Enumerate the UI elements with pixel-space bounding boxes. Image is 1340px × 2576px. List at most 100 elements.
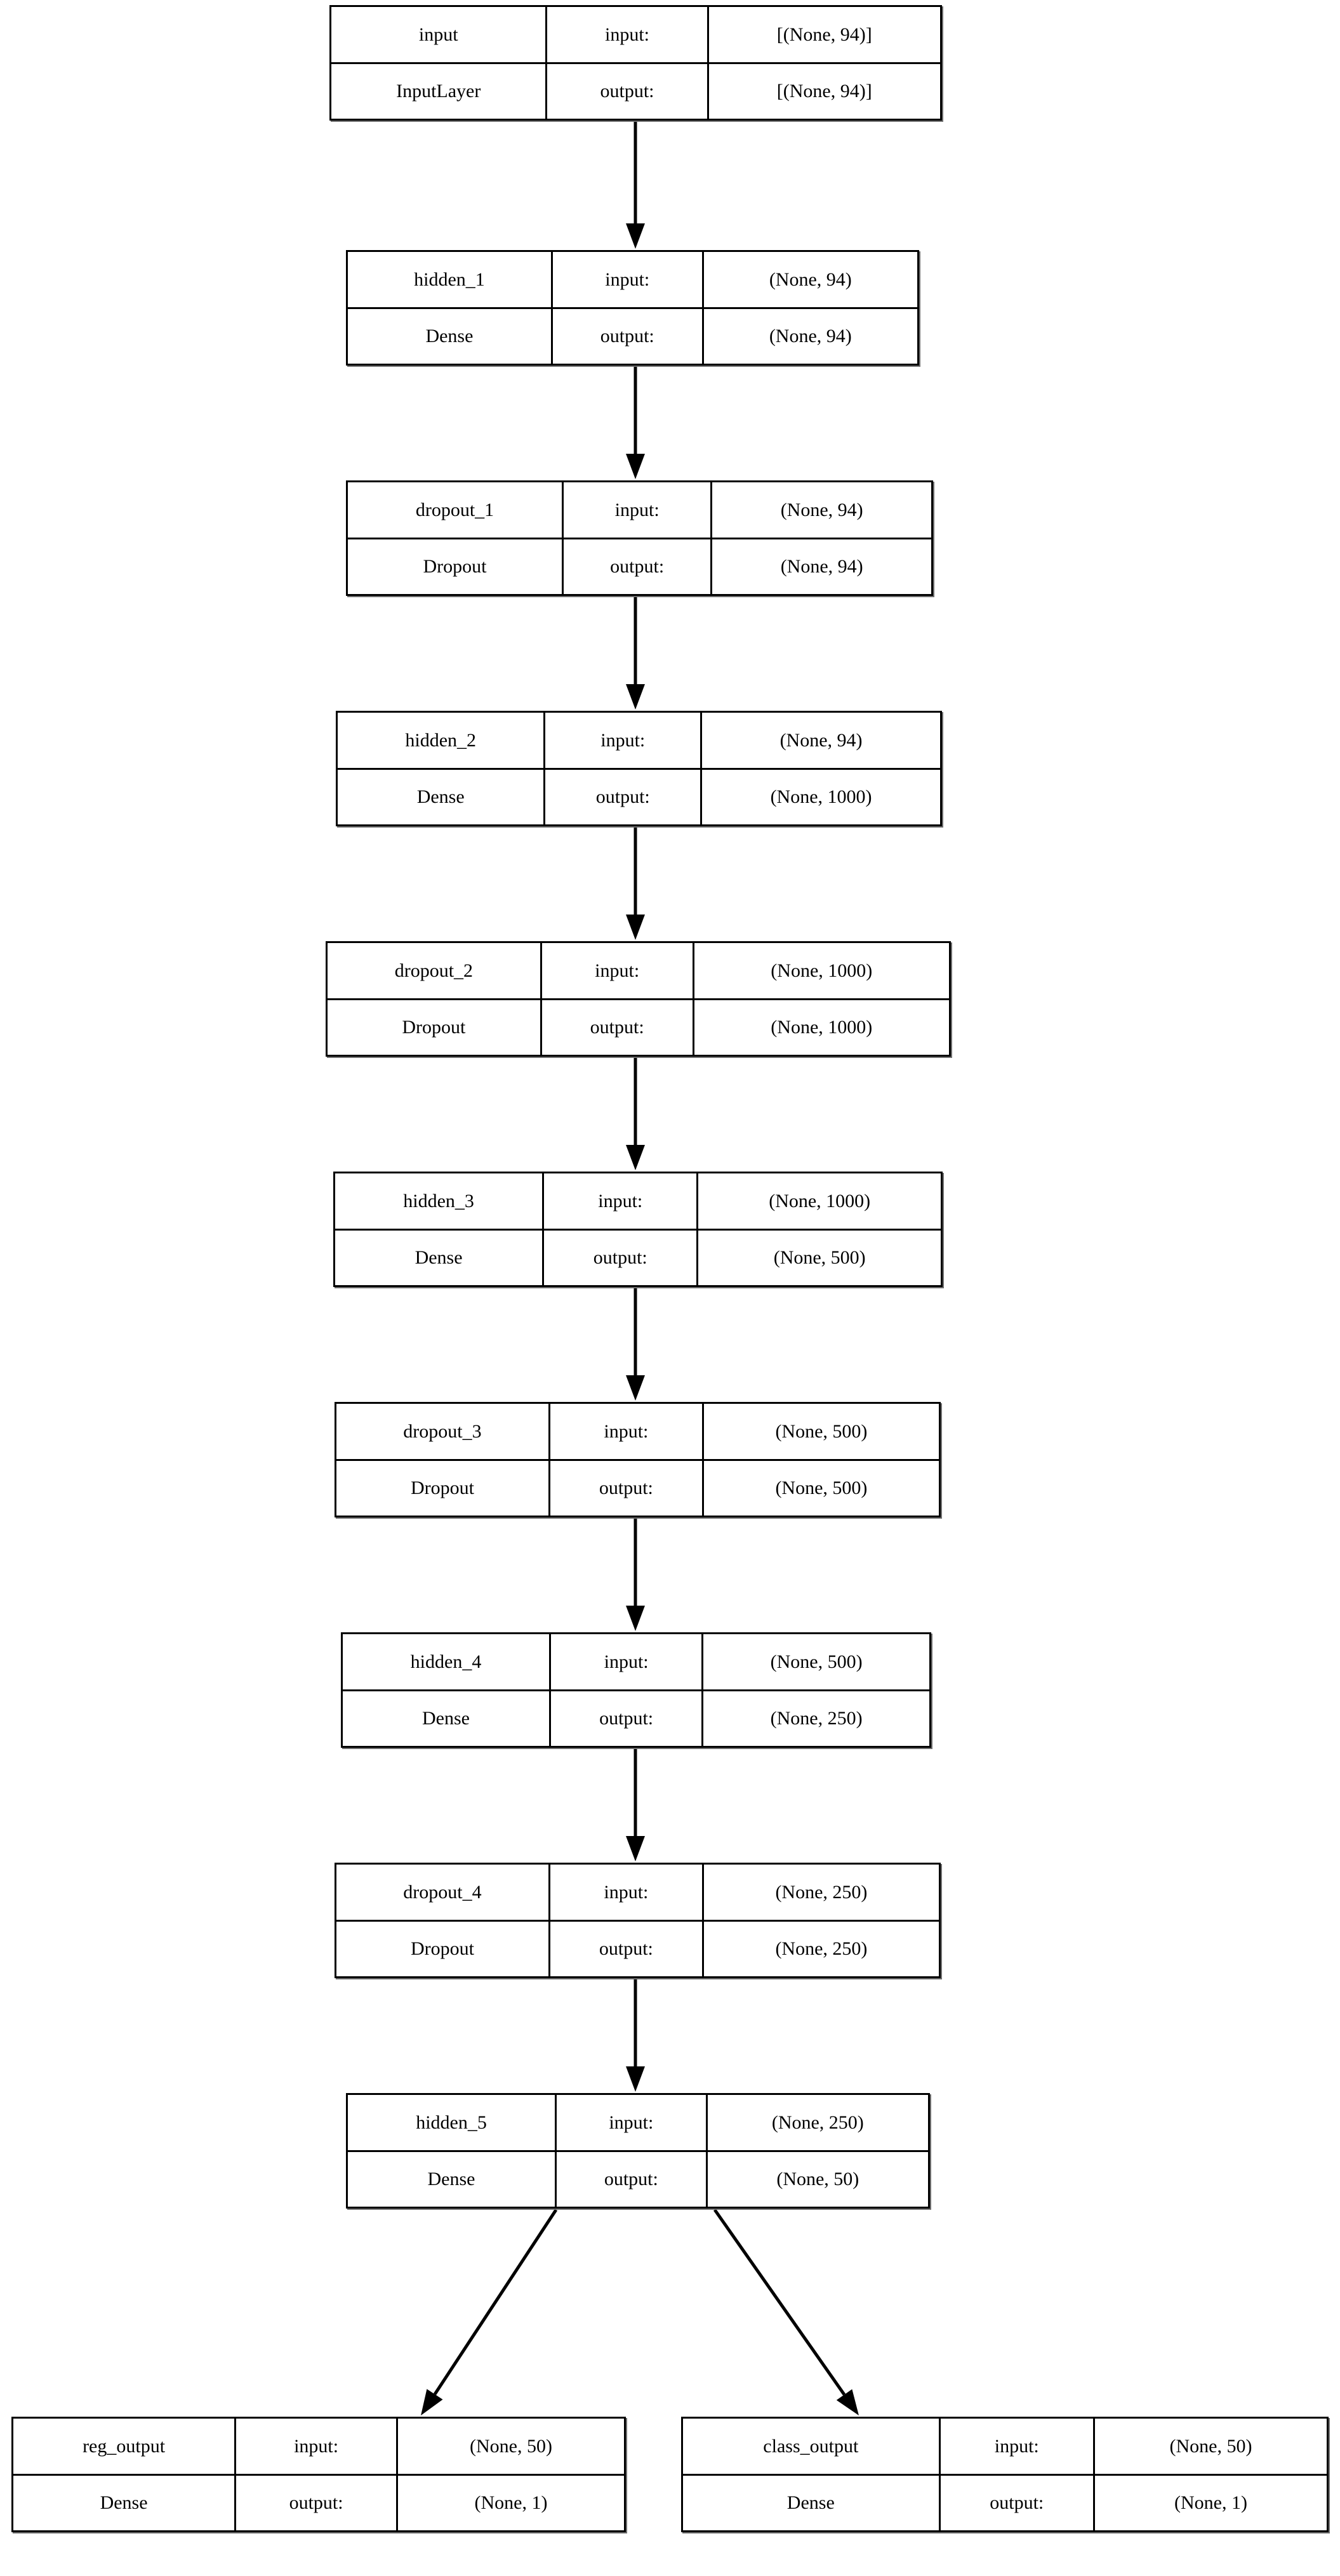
layer-class: Dense — [683, 2475, 941, 2530]
input-label: input: — [551, 1634, 704, 1689]
layer-class: Dense — [348, 308, 553, 364]
layer-name: dropout_4 — [336, 1865, 550, 1920]
output-label: output: — [551, 1691, 704, 1746]
edge-line — [713, 2209, 846, 2396]
output-shape: (None, 500) — [775, 1477, 868, 1499]
input-shape: (None, 94) — [769, 268, 852, 290]
layer-class: Dropout — [348, 539, 564, 594]
input-label: input: — [557, 2095, 708, 2150]
arrowhead-icon — [626, 1145, 645, 1170]
layer-name: input — [331, 7, 548, 62]
layer-class: InputLayer — [331, 63, 548, 119]
input-label: input: — [941, 2419, 1095, 2474]
input-shape: (None, 500) — [775, 1420, 868, 1442]
edge-hidden_5-to-reg_output — [421, 2209, 558, 2415]
output-label: output: — [557, 2151, 708, 2207]
edge-hidden_3-to-dropout_3 — [626, 1288, 645, 1401]
edge-hidden_1-to-dropout_1 — [626, 367, 645, 479]
input-label: input: — [544, 1173, 699, 1229]
layer-name: hidden_2 — [338, 713, 546, 768]
output-shape: [(None, 94)] — [776, 81, 872, 102]
edge-dropout_2-to-hidden_3 — [626, 1058, 645, 1170]
output-label: output: — [544, 1230, 699, 1285]
input-shape: (None, 1000) — [769, 1190, 871, 1212]
arrowhead-icon — [421, 2389, 443, 2415]
input-shape: (None, 250) — [775, 1881, 868, 1903]
layer-class: Dropout — [336, 1460, 550, 1516]
edge-dropout_1-to-hidden_2 — [626, 597, 645, 710]
layer-class: Dense — [13, 2475, 237, 2530]
arrowhead-icon — [626, 1375, 645, 1401]
input-label: input: — [547, 7, 709, 62]
input-shape: (None, 50) — [470, 2435, 552, 2457]
output-shape: (None, 500) — [773, 1247, 866, 1269]
edge-hidden_5-to-class_output — [713, 2209, 859, 2415]
input-shape: (None, 250) — [771, 2111, 864, 2133]
edge-hidden_4-to-dropout_4 — [626, 1749, 645, 1861]
layer-name: hidden_4 — [343, 1634, 552, 1689]
output-shape: (None, 94) — [780, 556, 863, 578]
layer-name: reg_output — [13, 2419, 237, 2474]
output-shape: (None, 94) — [769, 326, 852, 347]
edge-line — [433, 2209, 558, 2395]
input-label: input: — [553, 252, 704, 307]
layer-name: hidden_3 — [335, 1173, 545, 1229]
arrowhead-icon — [626, 2066, 645, 2092]
layer-name: dropout_3 — [336, 1404, 550, 1459]
output-shape: (None, 1000) — [771, 1017, 873, 1038]
output-shape: (None, 1) — [1174, 2492, 1247, 2514]
edge-dropout_4-to-hidden_5 — [626, 1979, 645, 2092]
layer-class: Dense — [338, 769, 546, 824]
input-label: input: — [545, 713, 703, 768]
layer-name: class_output — [683, 2419, 941, 2474]
output-shape: (None, 1000) — [770, 786, 872, 808]
layer-class: Dense — [335, 1230, 545, 1285]
input-label: input: — [236, 2419, 399, 2474]
output-label: output: — [550, 1921, 704, 1976]
arrowhead-icon — [626, 1606, 645, 1631]
output-label: output: — [550, 1460, 704, 1516]
input-shape: (None, 94) — [780, 499, 863, 520]
output-label: output: — [941, 2475, 1095, 2530]
edge-dropout_3-to-hidden_4 — [626, 1519, 645, 1631]
input-label: input: — [550, 1404, 704, 1459]
output-label: output: — [545, 769, 703, 824]
layer-name: dropout_1 — [348, 482, 564, 538]
output-shape: (None, 1) — [474, 2492, 548, 2514]
input-shape: [(None, 94)] — [776, 23, 872, 45]
output-label: output: — [542, 1000, 694, 1055]
input-shape: (None, 500) — [770, 1651, 863, 1672]
arrowhead-icon — [626, 915, 645, 940]
arrowhead-icon — [626, 223, 645, 249]
output-label: output: — [553, 308, 704, 364]
